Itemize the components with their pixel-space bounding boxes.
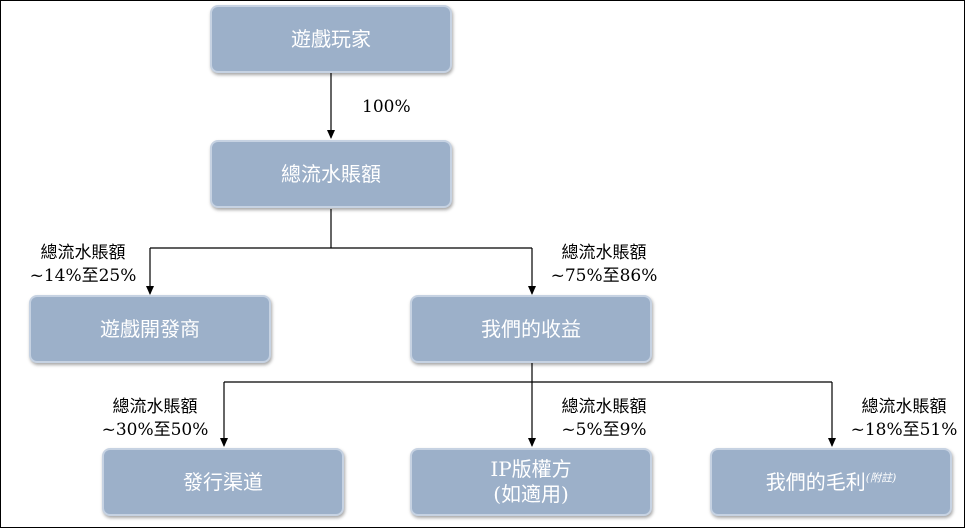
- node-ip-licensors-label-1: IP版權方: [490, 457, 572, 481]
- edge-label-to-revenue-line1: 總流水賬額: [561, 243, 647, 263]
- node-ip-licensors: IP版權方 (如適用): [410, 448, 652, 516]
- edge-label-to-profit-line2: ~18%至51%: [850, 420, 958, 440]
- edge-label-100-percent: 100%: [362, 97, 411, 117]
- node-our-gross-profit-label-wrap: 我們的毛利(附註): [766, 470, 897, 495]
- node-gross-billings-label: 總流水賬額: [281, 161, 381, 186]
- node-publishing-channels: 發行渠道: [102, 448, 344, 516]
- node-our-gross-profit-note: (附註): [865, 470, 897, 484]
- edge-label-to-channels-line2: ~30%至50%: [101, 420, 209, 440]
- node-our-revenue-label: 我們的收益: [481, 316, 581, 341]
- node-developers: 遊戲開發商: [29, 295, 271, 363]
- edge-label-to-developers-line1: 總流水賬額: [40, 243, 126, 263]
- edge-label-to-profit-line1: 總流水賬額: [861, 397, 947, 417]
- edge-label-to-profit: 總流水賬額 ~18%至51%: [843, 396, 965, 442]
- edge-label-to-revenue-line2: ~75%至86%: [550, 266, 658, 286]
- node-ip-licensors-label-2: (如適用): [493, 482, 569, 506]
- edge-label-to-ip-line1: 總流水賬額: [561, 397, 647, 417]
- node-players-label: 遊戲玩家: [291, 26, 371, 51]
- edge-label-to-developers-line2: ~14%至25%: [29, 266, 137, 286]
- node-players: 遊戲玩家: [210, 5, 452, 73]
- node-our-revenue: 我們的收益: [410, 295, 652, 363]
- edge-label-to-developers: 總流水賬額 ~14%至25%: [22, 242, 144, 288]
- node-our-gross-profit-label: 我們的毛利: [765, 469, 866, 494]
- node-our-gross-profit: 我們的毛利(附註): [710, 448, 952, 516]
- edge-label-to-channels: 總流水賬額 ~30%至50%: [94, 396, 216, 442]
- edge-label-players-to-billings: 100%: [362, 96, 411, 119]
- node-publishing-channels-label: 發行渠道: [183, 469, 263, 494]
- edge-label-to-channels-line1: 總流水賬額: [112, 397, 198, 417]
- edge-label-to-ip-line2: ~5%至9%: [561, 420, 647, 440]
- node-developers-label: 遊戲開發商: [100, 316, 200, 341]
- edge-label-to-ip: 總流水賬額 ~5%至9%: [543, 396, 665, 442]
- edge-label-to-revenue: 總流水賬額 ~75%至86%: [543, 242, 665, 288]
- node-gross-billings: 總流水賬額: [210, 140, 452, 208]
